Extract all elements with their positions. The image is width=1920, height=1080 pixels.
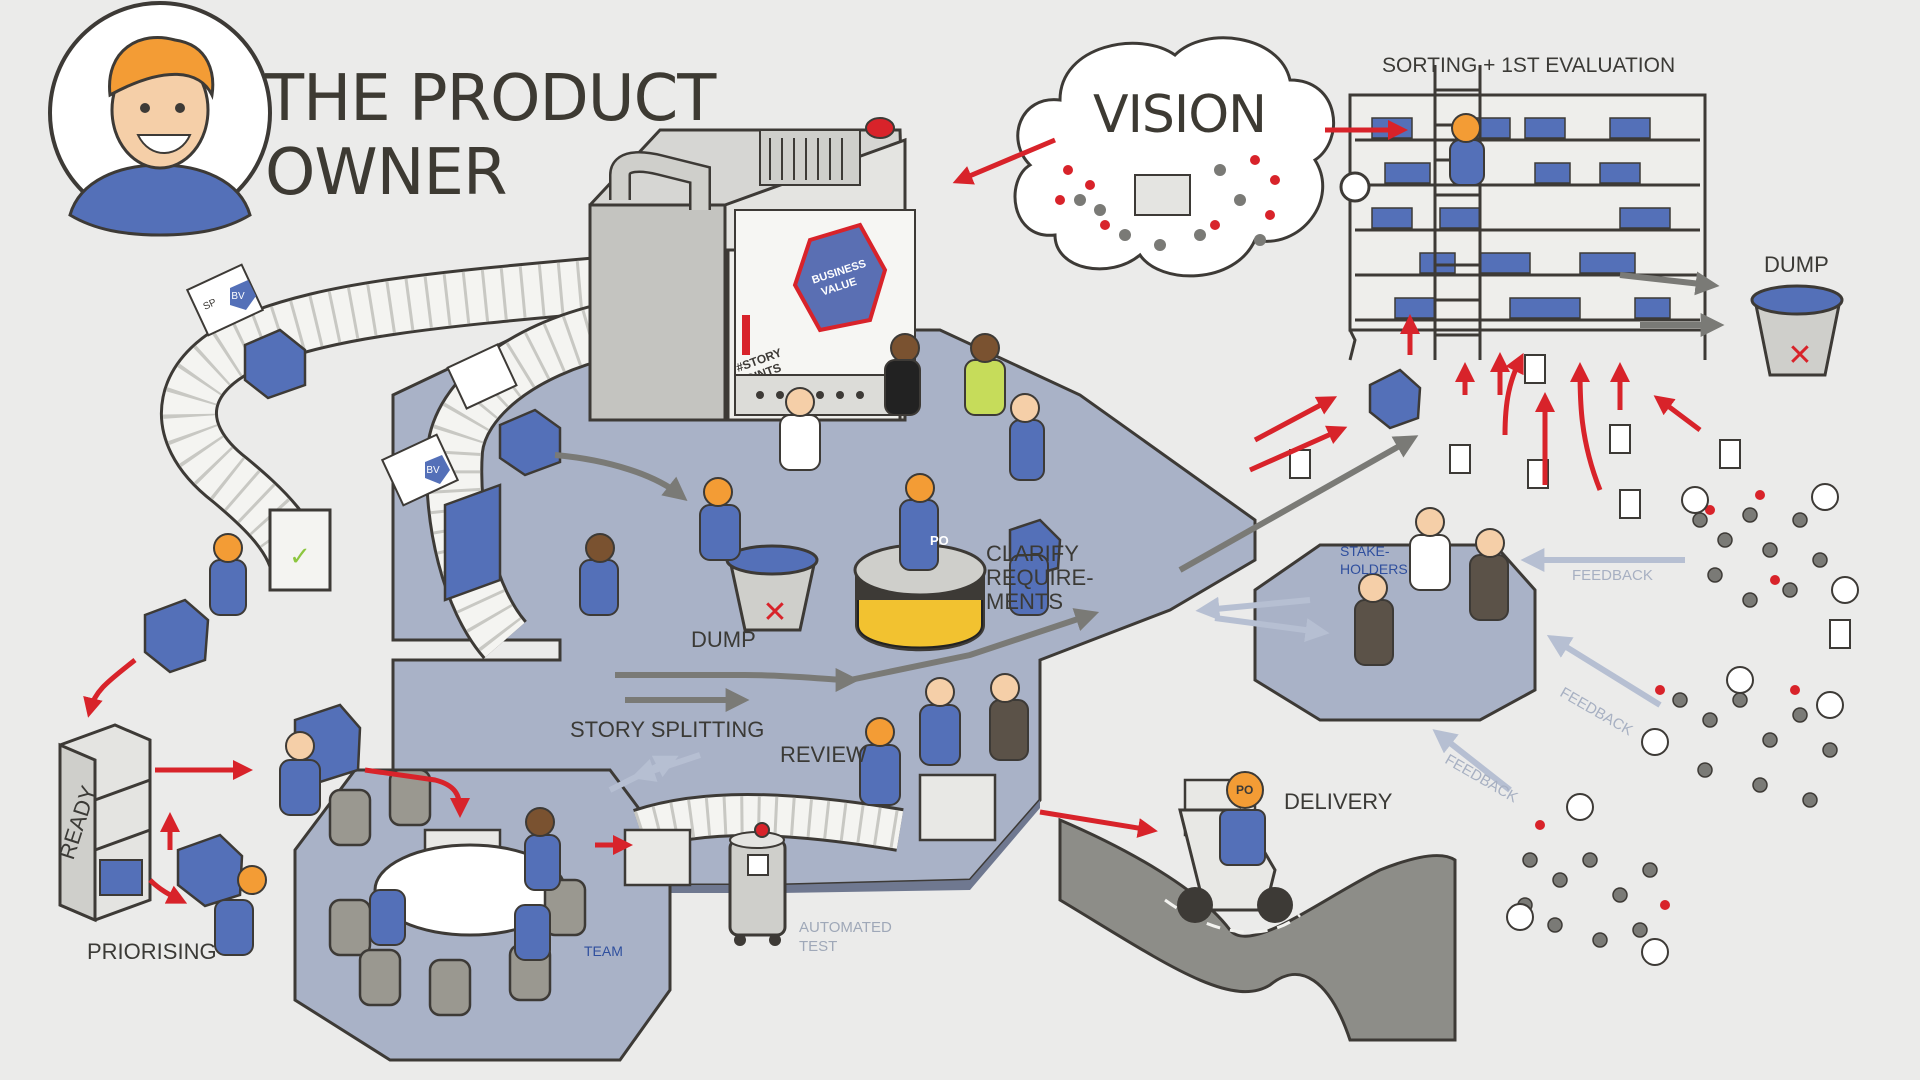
bv-tags: BV BV SP (185, 263, 518, 507)
automated-test-label-1: AUTOMATED (799, 919, 892, 936)
dump-label-center: DUMP (691, 627, 756, 652)
page-title-line2: OWNER (265, 136, 507, 210)
tag-sp: SP (202, 297, 219, 313)
product-owner-avatar (48, 1, 272, 237)
sorting-shelf (1339, 65, 1707, 361)
team-table (328, 768, 587, 1017)
dump-label-right: DUMP (1764, 252, 1829, 277)
dump-trash-center: ✕ (725, 544, 819, 632)
stakeholder-crowds (1506, 483, 1859, 966)
stakeholders-label-1: STAKE- (1340, 543, 1390, 559)
story-points-machine: BUSINESS VALUE #STORY POINTS (588, 117, 916, 422)
vision-label: VISION (1093, 85, 1267, 145)
ready-shelf (58, 723, 152, 923)
dump-trash-right: ✕ (1750, 284, 1844, 377)
delivery-scooter (1177, 771, 1293, 923)
feedback-arrows (608, 548, 1685, 793)
clarify-label-3: MENTS (986, 589, 1063, 614)
automated-test-label-2: TEST (799, 938, 838, 955)
conveyor-belt: ✓ (160, 256, 904, 852)
clarify-label-2: REQUIRE- (986, 565, 1094, 590)
red-arrows (83, 120, 1702, 904)
delivery-label: DELIVERY (1284, 789, 1393, 814)
po-badge-podium: PO (930, 533, 949, 548)
page-title-line1: THE PRODUCT (265, 62, 716, 136)
story-splitting-label: STORY SPLITTING (570, 717, 765, 742)
sorting-label: SORTING + 1ST EVALUATION (1382, 54, 1676, 77)
po-badge-scooter: PO (1236, 783, 1254, 797)
review-label: REVIEW (780, 742, 867, 767)
stakeholder-floor (1253, 543, 1537, 722)
grey-arrows (554, 271, 1725, 712)
automated-test-robot (728, 822, 787, 946)
podium (853, 543, 987, 652)
people (209, 113, 1509, 961)
priorising-label: PRIORISING (87, 939, 217, 964)
tag-bv-2: BV (426, 465, 440, 476)
svg-text:✕: ✕ (762, 595, 787, 630)
feedback-label-1: FEEDBACK (1572, 567, 1653, 584)
vision-cloud (1013, 36, 1336, 278)
stakeholders-label-2: HOLDERS (1340, 561, 1408, 577)
clarify-label-1: CLARIFY (986, 541, 1079, 566)
svg-text:✕: ✕ (1787, 338, 1812, 373)
team-label: TEAM (584, 943, 623, 959)
tag-bv-1: BV (231, 291, 245, 302)
svg-text:✓: ✓ (289, 542, 311, 572)
